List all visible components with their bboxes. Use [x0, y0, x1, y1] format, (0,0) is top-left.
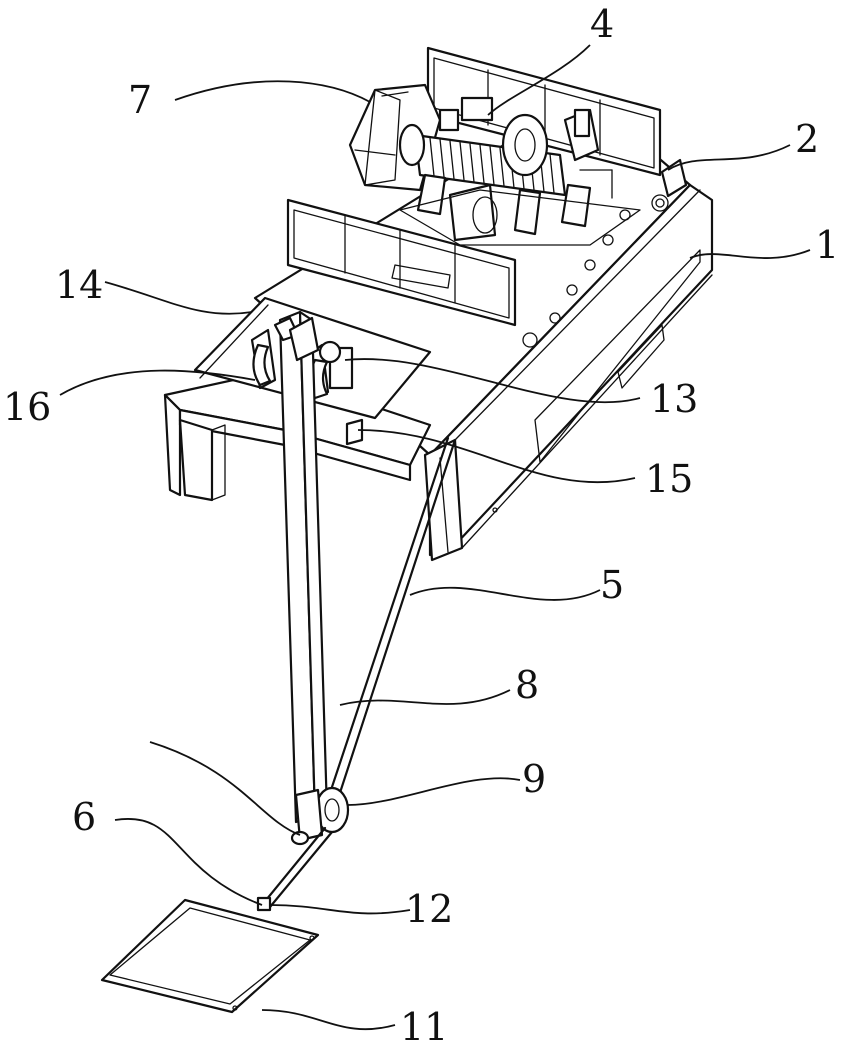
label-9: 9	[522, 757, 546, 801]
label-4: 4	[590, 2, 614, 46]
label-15: 16	[3, 385, 51, 429]
label-2: 2	[795, 117, 819, 161]
label-7: 7	[128, 78, 152, 122]
label-6: 6	[72, 795, 96, 839]
label-14: 15	[645, 457, 693, 501]
label-11: 12	[405, 887, 453, 931]
label-5: 5	[600, 563, 624, 607]
label-10: 11	[400, 1005, 448, 1047]
label-13: 14	[55, 263, 103, 307]
label-1: 1	[815, 223, 839, 267]
bottom-plate	[102, 900, 318, 1012]
label-8: 8	[515, 663, 539, 707]
label-12: 13	[650, 377, 698, 421]
